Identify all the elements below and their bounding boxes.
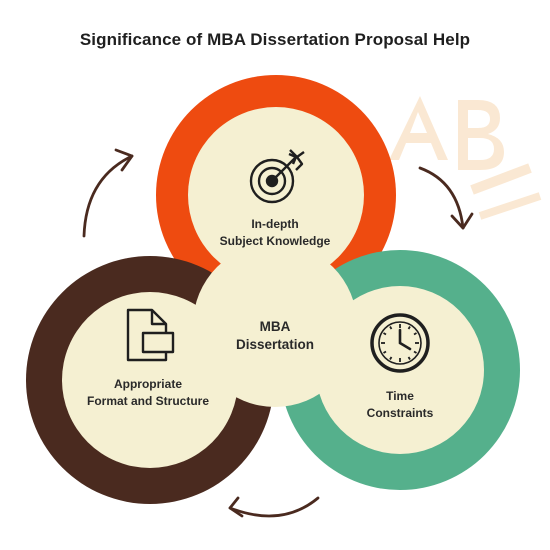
target-icon	[249, 149, 305, 204]
center-circle	[193, 243, 357, 407]
label-center-line2: Dissertation	[235, 337, 315, 353]
document-icon	[126, 308, 175, 362]
inner-subject-knowledge	[188, 107, 364, 283]
watermark-logo	[389, 96, 542, 220]
arrow-top-right	[418, 166, 474, 230]
label-subject-knowledge: In-depth Subject Knowledge	[195, 216, 355, 251]
label-format-structure-line1: Appropriate	[113, 377, 182, 391]
label-time-constraints-line2: Constraints	[366, 406, 434, 421]
label-subject-knowledge-line2: Subject Knowledge	[219, 234, 331, 249]
label-format-structure-line2: Format and Structure	[86, 394, 209, 409]
label-format-structure: Appropriate Format and Structure	[68, 376, 228, 411]
arrow-top-left	[82, 148, 134, 238]
label-subject-knowledge-line1: In-depth	[251, 217, 299, 231]
arrow-bottom	[228, 496, 320, 518]
label-center: MBA Dissertation	[210, 318, 340, 354]
label-time-constraints-line1: Time	[386, 389, 414, 403]
label-center-line1: MBA	[259, 319, 291, 334]
page-title: Significance of MBA Dissertation Proposa…	[79, 30, 471, 49]
clock-icon	[370, 313, 430, 373]
label-time-constraints: Time Constraints	[345, 388, 455, 423]
